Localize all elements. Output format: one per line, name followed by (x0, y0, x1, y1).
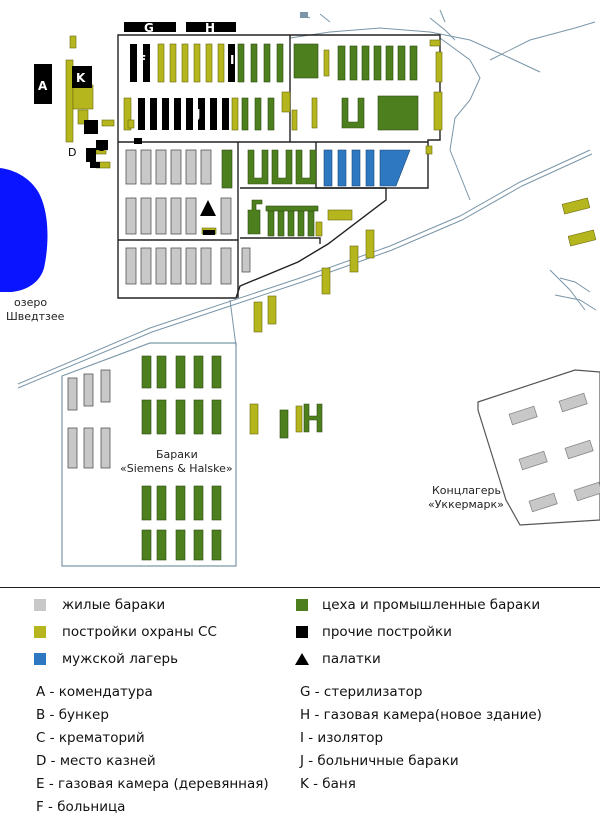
label-i: I (230, 53, 234, 67)
key-b: B - бункер (36, 707, 109, 723)
key-c: C - крематорий (36, 730, 145, 746)
label-a: A (38, 79, 48, 93)
swatch-ss (34, 626, 46, 638)
uckermark-barracks (508, 392, 600, 513)
tents-base (203, 230, 215, 235)
legend-ss: постройки охраны СС (62, 624, 217, 640)
industrial-buildings (141, 43, 419, 561)
lake-label-line1: озеро (14, 296, 47, 309)
key-j: J - больничные бараки (300, 753, 459, 769)
label-k: K (76, 71, 86, 85)
legend-other: прочие постройки (322, 624, 452, 640)
key-d: D - место казней (36, 753, 156, 769)
legend-separator (0, 587, 600, 588)
key-h: H - газовая камера(новое здание) (300, 707, 542, 723)
men-camp (323, 149, 411, 187)
label-b: B (86, 121, 95, 135)
key-g: G - стерилизатор (300, 684, 423, 700)
label-c: C (96, 140, 105, 154)
road-marker (300, 12, 308, 18)
label-e: E (88, 151, 95, 164)
other-buildings (34, 22, 236, 168)
swatch-men-camp (34, 653, 46, 665)
swatch-other (296, 626, 308, 638)
swatch-industrial (296, 599, 308, 611)
lake-label-line2: Шведтзее (6, 310, 65, 323)
label-d: D (68, 146, 76, 159)
label-h: H (205, 21, 215, 35)
key-f: F - больница (36, 799, 126, 815)
legend-industrial: цеха и промышленные бараки (322, 597, 541, 613)
map-legend: жилые бараки постройки охраны СС мужской… (0, 590, 600, 840)
siemens-compound-wall (61, 342, 237, 567)
residential-barracks (67, 149, 251, 469)
tent-triangle-icon (295, 653, 309, 665)
road-network (17, 9, 597, 389)
siemens-label-line1: Бараки (156, 448, 198, 461)
legend-residential: жилые бараки (62, 597, 166, 613)
legend-men-camp: мужской лагерь (62, 651, 179, 667)
swatch-residential (34, 599, 46, 611)
uckermark-label-line1: Концлагерь (432, 484, 501, 497)
ss-buildings (65, 35, 597, 435)
label-g: G (144, 21, 154, 35)
siemens-label-line2: «Siemens & Halske» (120, 462, 233, 475)
uckermark-label-line2: «Уккермарк» (428, 498, 504, 511)
key-a: A - комендатура (36, 684, 153, 700)
camp-map: A K B C D E F G H I J озеро Шведтзее Бар… (0, 9, 600, 567)
legend-tents: палатки (322, 651, 381, 667)
uckermark-camp-wall (477, 369, 600, 526)
label-j: J (195, 107, 200, 121)
label-f: F (138, 53, 146, 67)
tents-marker (200, 200, 216, 216)
lake-schwedtsee (0, 168, 48, 292)
key-i: I - изолятор (300, 730, 384, 746)
camp-walls (117, 34, 441, 299)
key-k: K - баня (300, 776, 356, 792)
key-e: E - газовая камера (деревянная) (36, 776, 269, 792)
